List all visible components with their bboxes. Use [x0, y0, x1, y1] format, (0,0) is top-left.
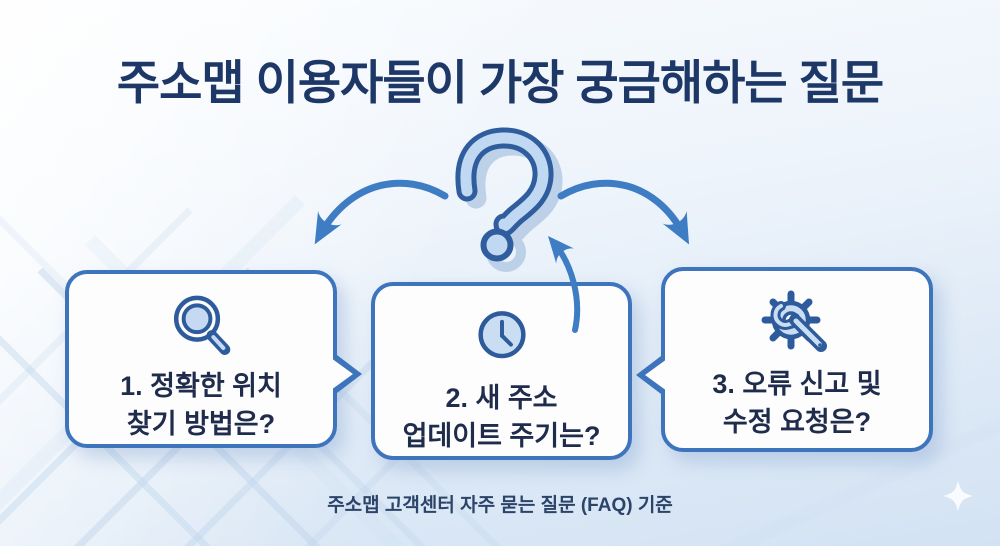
question-line-1: 2. 새 주소	[445, 383, 558, 414]
source-caption: 주소맵 고객센터 자주 묻는 질문 (FAQ) 기준	[327, 495, 673, 516]
sparkle-icon	[943, 481, 973, 511]
question-line-1: 3. 오류 신고 및	[712, 369, 882, 399]
question-line-2: 수정 요청은?	[722, 406, 872, 437]
question-line-1: 1. 정확한 위치	[120, 371, 282, 402]
clock-icon	[477, 311, 526, 359]
question-line-2: 찾기 방법은?	[126, 409, 276, 440]
question-card-1: 1. 정확한 위치 찾기 방법은?	[65, 270, 362, 448]
question-line-2: 업데이트 주기는?	[402, 421, 601, 452]
question-card-3: 3. 오류 신고 및 수정 요청은?	[636, 267, 933, 452]
question-card-2: 2. 새 주소 업데이트 주기는?	[371, 282, 632, 460]
magnifier-icon	[173, 295, 231, 355]
page-title: 주소맵 이용자들이 가장 궁금해하는 질문	[116, 56, 884, 109]
gear-wrench-icon	[761, 290, 827, 352]
